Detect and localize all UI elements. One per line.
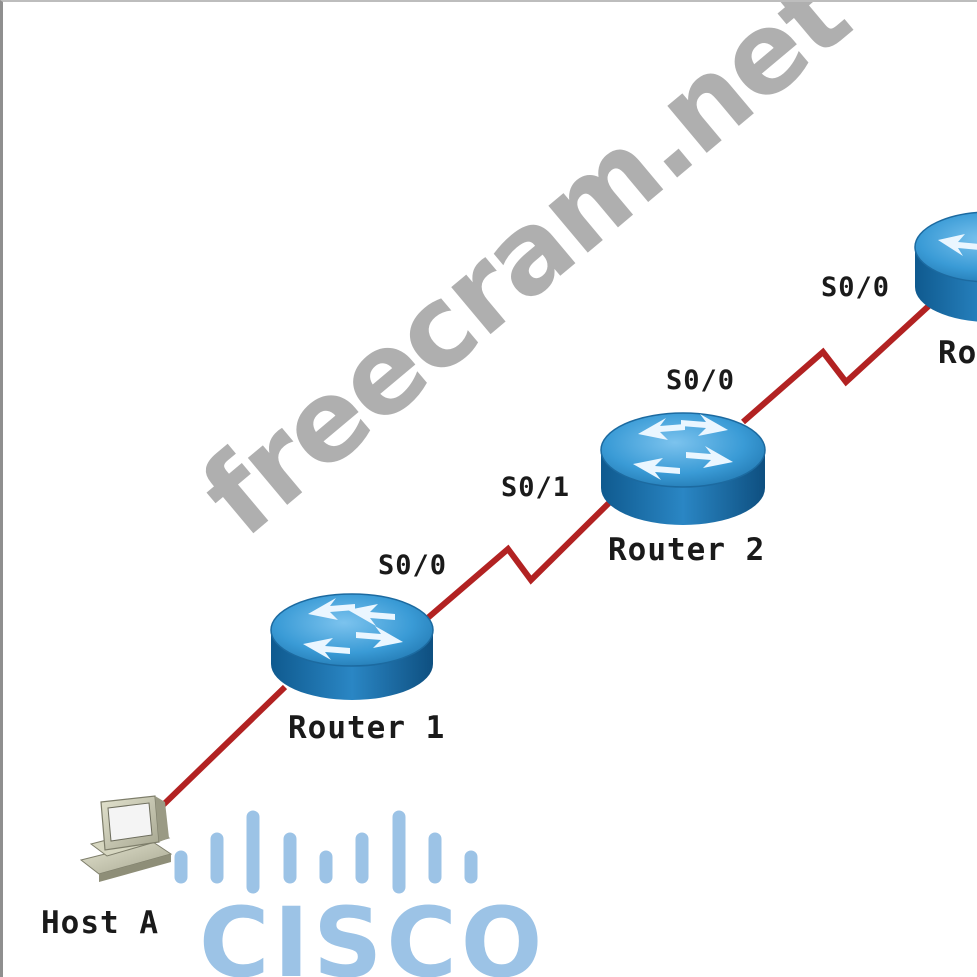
link-hosta-router1 — [158, 684, 288, 810]
router-arrows-icon — [633, 414, 733, 480]
router3-s0-0-label: S0/0 — [821, 272, 891, 303]
host-a-computer-icon[interactable] — [79, 795, 173, 882]
router-2-icon[interactable] — [600, 412, 766, 525]
diagram-canvas — [79, 211, 977, 882]
host-a-label: Host A — [41, 905, 159, 941]
link-router1-router2-serial — [421, 494, 618, 625]
links — [158, 299, 936, 810]
cisco-logo-text: CISCO — [199, 887, 547, 977]
router-2-label: Router 2 — [608, 532, 766, 568]
link-router2-router3-serial — [741, 299, 936, 425]
router-arrows-icon — [938, 234, 977, 256]
router-3-label: Ro — [938, 335, 977, 371]
router1-s0-0-label: S0/0 — [378, 550, 448, 581]
router-1-icon[interactable] — [270, 593, 434, 700]
router2-s0-1-label: S0/1 — [501, 472, 571, 503]
router-arrows-icon — [303, 598, 403, 660]
router-3-icon[interactable] — [914, 211, 977, 322]
router-1-label: Router 1 — [288, 710, 446, 746]
router2-s0-0-label: S0/0 — [666, 365, 736, 396]
